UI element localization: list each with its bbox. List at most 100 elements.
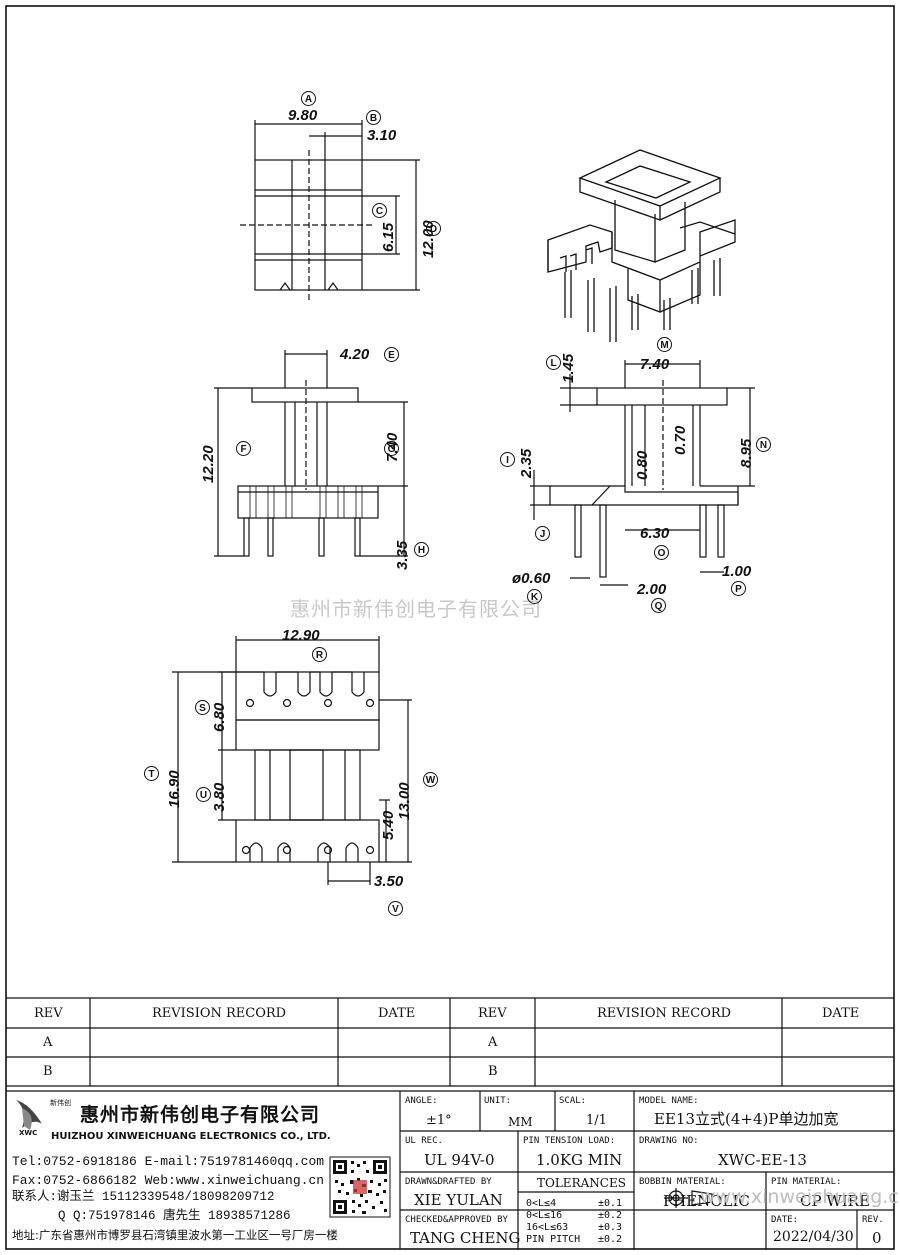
bubble-d: D <box>426 221 441 236</box>
tol-row-3-range: 16<L≤63 <box>526 1222 569 1233</box>
bubble-f: F <box>236 441 251 456</box>
drawing-no-value: XWC-EE-13 <box>718 1151 807 1169</box>
model-label: MODEL NAME: <box>639 1096 699 1106</box>
date-header-1: DATE <box>378 1006 416 1021</box>
rev-row-a-right: A <box>488 1035 498 1050</box>
company-tel-email: Tel:0752-6918186 E-mail:7519781460qq.com <box>12 1154 325 1169</box>
bubble-b: B <box>366 110 381 125</box>
bubble-r: R <box>312 647 327 662</box>
bubble-h: H <box>414 542 429 557</box>
tol-row-2-value: ±0.2 <box>598 1210 623 1221</box>
dim-v-value: 3.50 <box>374 873 404 890</box>
bubble-e: E <box>384 347 399 362</box>
dim-w-value: 13.00 <box>396 782 413 820</box>
revision-record-header-1: REVISION RECORD <box>152 1006 287 1021</box>
angle-label: ANGLE: <box>405 1096 438 1106</box>
bubble-n: N <box>756 437 771 452</box>
scale-value: 1/1 <box>586 1113 607 1128</box>
tol-row-4-range: PIN PITCH <box>526 1234 581 1245</box>
unit-label: UNIT: <box>484 1096 512 1106</box>
dim-t-value: 16.90 <box>166 770 183 808</box>
bubble-g: G <box>384 441 399 456</box>
drawn-by-value: XIE YULAN <box>414 1191 503 1209</box>
dim-i-value: 2.35 <box>518 448 535 478</box>
company-name-cn: 惠州市新伟创电子有限公司 <box>80 1104 321 1126</box>
rev-row-b-right: B <box>488 1064 498 1079</box>
rev-row-b-left: B <box>43 1064 53 1079</box>
dim-o-value: 6.30 <box>640 525 670 542</box>
drawn-by-label: DRAWN&DRAFTED BY <box>405 1177 492 1187</box>
rev-row-a-left: A <box>43 1035 53 1050</box>
checked-by-value: TANG CHENG <box>410 1229 521 1247</box>
company-name-en: HUIZHOU XINWEICHUANG ELECTRONICS CO., LT… <box>51 1131 331 1142</box>
watermark-text: 惠州市新伟创电子有限公司 <box>290 597 542 621</box>
bubble-w: W <box>423 772 438 787</box>
dim-l-value: 1.45 <box>560 353 577 383</box>
front-view <box>214 350 408 557</box>
logo-sub: XWC <box>19 1129 38 1137</box>
date-value: 2022/04/30 <box>773 1229 854 1245</box>
dim-extra3-value: 5.40 <box>380 810 397 840</box>
company-address: 地址:广东省惠州市博罗县石湾镇里波水第一工业区一号厂房一楼 <box>12 1228 338 1242</box>
pin-material-value: CP WIRE <box>800 1192 870 1210</box>
dim-a-value: 9.80 <box>288 107 318 124</box>
dim-extra1-value: 0.80 <box>634 450 651 480</box>
checked-by-label: CHECKED&APPROVED BY <box>405 1215 508 1225</box>
qr-code <box>329 1156 391 1218</box>
website-watermark: www.xinweichuang.cn <box>700 1186 900 1208</box>
tol-row-1-value: ±0.1 <box>598 1198 623 1209</box>
bubble-q: Q <box>651 598 666 613</box>
dim-k-value: ø0.60 <box>512 570 551 587</box>
company-logo <box>16 1100 42 1130</box>
bubble-v: V <box>388 901 403 916</box>
bubble-k: K <box>527 589 542 604</box>
pin-material-label: PIN MATERIAL: <box>771 1177 842 1187</box>
tol-row-1-range: 0<L≤4 <box>526 1198 557 1209</box>
dim-b-value: 3.10 <box>367 127 397 144</box>
bubble-u: U <box>196 787 211 802</box>
rev-label: REV. <box>862 1215 884 1225</box>
dim-p-value: 1.00 <box>722 563 752 580</box>
dim-e-value: 4.20 <box>340 346 370 363</box>
projection-symbol <box>664 1188 713 1208</box>
pin-tension-label: PIN TENSION LOAD: <box>523 1136 616 1146</box>
unit-value: MM <box>508 1115 533 1129</box>
bubble-l: L <box>546 355 561 370</box>
model-value: EE13立式(4+4)P单边加宽 <box>654 1110 839 1128</box>
dim-q-value: 2.00 <box>637 581 667 598</box>
dim-h-value: 3.35 <box>394 540 411 570</box>
dim-s-value: 6.80 <box>211 702 228 732</box>
drawing-no-label: DRAWING NO: <box>639 1136 699 1146</box>
revision-record-header-2: REVISION RECORD <box>597 1006 732 1021</box>
bubble-c: C <box>372 203 387 218</box>
tol-row-4-value: ±0.2 <box>598 1234 623 1245</box>
title-block-lines <box>399 1091 894 1249</box>
bubble-m: M <box>657 337 672 352</box>
tol-row-3-value: ±0.3 <box>598 1222 623 1233</box>
rev-header-2: REV <box>478 1006 507 1021</box>
dim-m-value: 7.40 <box>640 356 670 373</box>
company-fax-web: Fax:0752-6866182 Web:www.xinweichuang.cn <box>12 1173 325 1188</box>
bubble-p: P <box>731 581 746 596</box>
dim-f-value: 12.20 <box>200 445 217 483</box>
company-contact: 联系人:谢玉兰 15112339548/18098209712 <box>12 1190 275 1204</box>
bubble-a: A <box>301 91 316 106</box>
bobbin-material-label: BOBBIN MATERIAL: <box>639 1177 726 1187</box>
rev-header-1: REV <box>34 1006 63 1021</box>
pin-tension-value: 1.0KG MIN <box>536 1151 623 1169</box>
logo-text: 新伟创 <box>50 1099 71 1107</box>
dim-extra2-value: 0.70 <box>672 425 689 455</box>
ul-value: UL 94V-0 <box>424 1151 495 1169</box>
bubble-t: T <box>144 766 159 781</box>
dim-n-value: 8.95 <box>738 438 755 468</box>
tol-row-2-range: 0<L≤16 <box>526 1210 563 1221</box>
angle-value: ±1° <box>426 1113 452 1128</box>
ul-label: UL REC. <box>405 1136 443 1146</box>
scale-label: SCAL: <box>559 1096 587 1106</box>
bobbin-material-value: PHENOLIC <box>663 1192 750 1210</box>
tolerances-label: TOLERANCES <box>537 1176 626 1190</box>
revision-table-lines <box>6 997 894 1092</box>
top-view <box>240 120 420 300</box>
bottom-view <box>172 636 412 885</box>
bubble-s: S <box>195 700 210 715</box>
